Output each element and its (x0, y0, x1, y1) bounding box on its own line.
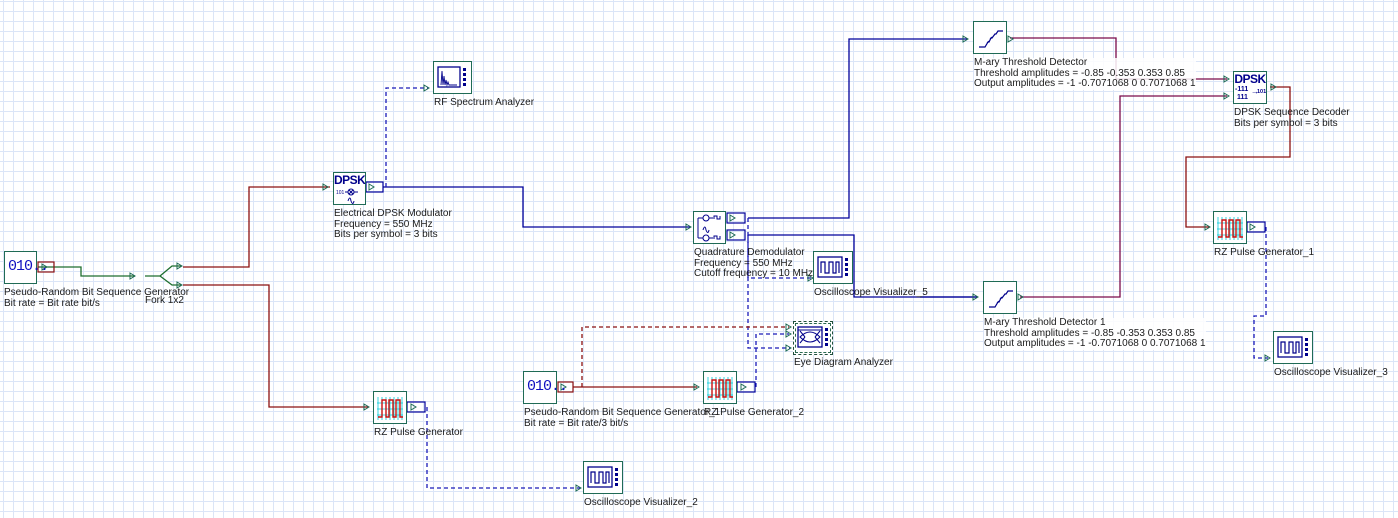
svg-text:101: 101 (336, 190, 345, 196)
dpsk-decoder-icon: DPSK (1234, 72, 1266, 86)
oscilloscope-visualizer-3-label: Oscilloscope Visualizer_3 (1274, 367, 1388, 378)
rz-pulse-generator-2-label: RZ Pulse Generator_2 (704, 407, 805, 418)
wire-demod-to-mary1[interactable] (748, 38, 967, 219)
mary-threshold-detector-1-label: M-ary Threshold Detector 1 Threshold amp… (984, 317, 1206, 350)
mixer-icon: 101 (336, 188, 358, 204)
eye-diagram-icon (797, 326, 828, 348)
rz-pulse-generator-2[interactable] (703, 371, 737, 404)
wire-rz2-to-eye[interactable] (755, 333, 789, 387)
quadrature-demodulator-icon (697, 214, 721, 242)
oscilloscope-visualizer-5[interactable] (813, 251, 853, 284)
quadrature-demodulator-label: Quadrature Demodulator Frequency = 550 M… (694, 247, 814, 279)
prbs-generator-1[interactable]: 010.. (523, 371, 568, 404)
decoder-input-glyph: -111 (1235, 86, 1249, 93)
threshold-detector-icon (979, 30, 1003, 48)
dpsk-sequence-decoder-label: DPSK Sequence Decoder Bits per symbol = … (1234, 107, 1350, 129)
wire-mary2-to-decoder[interactable] (1020, 95, 1227, 298)
oscilloscope-visualizer-3[interactable] (1273, 331, 1313, 364)
eye-diagram-analyzer-label: Eye Diagram Analyzer (794, 357, 893, 368)
threshold-detector-icon (989, 290, 1013, 308)
mary-threshold-detector-1[interactable] (983, 281, 1017, 314)
wire-modulator-to-spectrum[interactable] (385, 87, 428, 187)
oscilloscope-icon (1277, 336, 1308, 358)
prbs-icon: 010.. (8, 258, 49, 275)
oscilloscope-visualizer-5-label: Oscilloscope Visualizer_5 (814, 287, 928, 298)
eye-diagram-analyzer[interactable] (793, 321, 833, 355)
spectrum-analyzer-icon (437, 66, 466, 88)
wire-fork-to-rz[interactable] (183, 284, 368, 408)
rz-pulse-generator-1[interactable] (1213, 211, 1247, 244)
rf-spectrum-analyzer[interactable] (433, 61, 472, 94)
oscilloscope-icon (587, 466, 618, 488)
rz-pulse-icon (377, 397, 403, 420)
wire-fork-to-modulator[interactable] (183, 186, 330, 268)
rz-pulse-icon (1217, 217, 1243, 240)
rz-pulse-generator-1-label: RZ Pulse Generator_1 (1214, 247, 1315, 258)
mary-threshold-detector-label: M-ary Threshold Detector Threshold ampli… (974, 57, 1196, 90)
wire-prbs1-to-eye[interactable] (581, 326, 789, 387)
oscilloscope-icon (817, 256, 848, 278)
oscilloscope-visualizer-2-label: Oscilloscope Visualizer_2 (584, 497, 698, 508)
mary-threshold-detector[interactable] (973, 21, 1007, 54)
rz-pulse-generator[interactable] (373, 391, 407, 424)
fork-label: Fork 1x2 (145, 295, 184, 306)
prbs-generator[interactable]: 010.. (4, 251, 49, 284)
dpsk-modulator-label: Electrical DPSK Modulator Frequency = 55… (334, 208, 452, 240)
oscilloscope-visualizer-2[interactable] (583, 461, 623, 494)
quadrature-demodulator[interactable] (693, 211, 726, 244)
decoder-input-glyph-2: 111 (1237, 94, 1248, 101)
prbs-generator-1-label: Pseudo-Random Bit Sequence Generator_1 B… (524, 407, 721, 429)
dpsk-sequence-decoder[interactable]: DPSK -111 111 → 101 (1233, 71, 1267, 104)
dpsk-modulator-icon: DPSK (334, 173, 366, 187)
prbs-generator-label: Pseudo-Random Bit Sequence Generator Bit… (4, 287, 190, 309)
decoder-output-glyph: 101 (1257, 89, 1267, 95)
rz-pulse-generator-label: RZ Pulse Generator (374, 427, 463, 438)
prbs-icon: 010.. (527, 378, 568, 395)
rz-pulse-icon (707, 377, 733, 400)
fork-icon[interactable] (150, 266, 170, 286)
dpsk-modulator[interactable]: DPSK 101 (333, 172, 366, 205)
rf-spectrum-analyzer-label: RF Spectrum Analyzer (434, 97, 535, 108)
arrow-right-icon: → (1251, 87, 1259, 96)
